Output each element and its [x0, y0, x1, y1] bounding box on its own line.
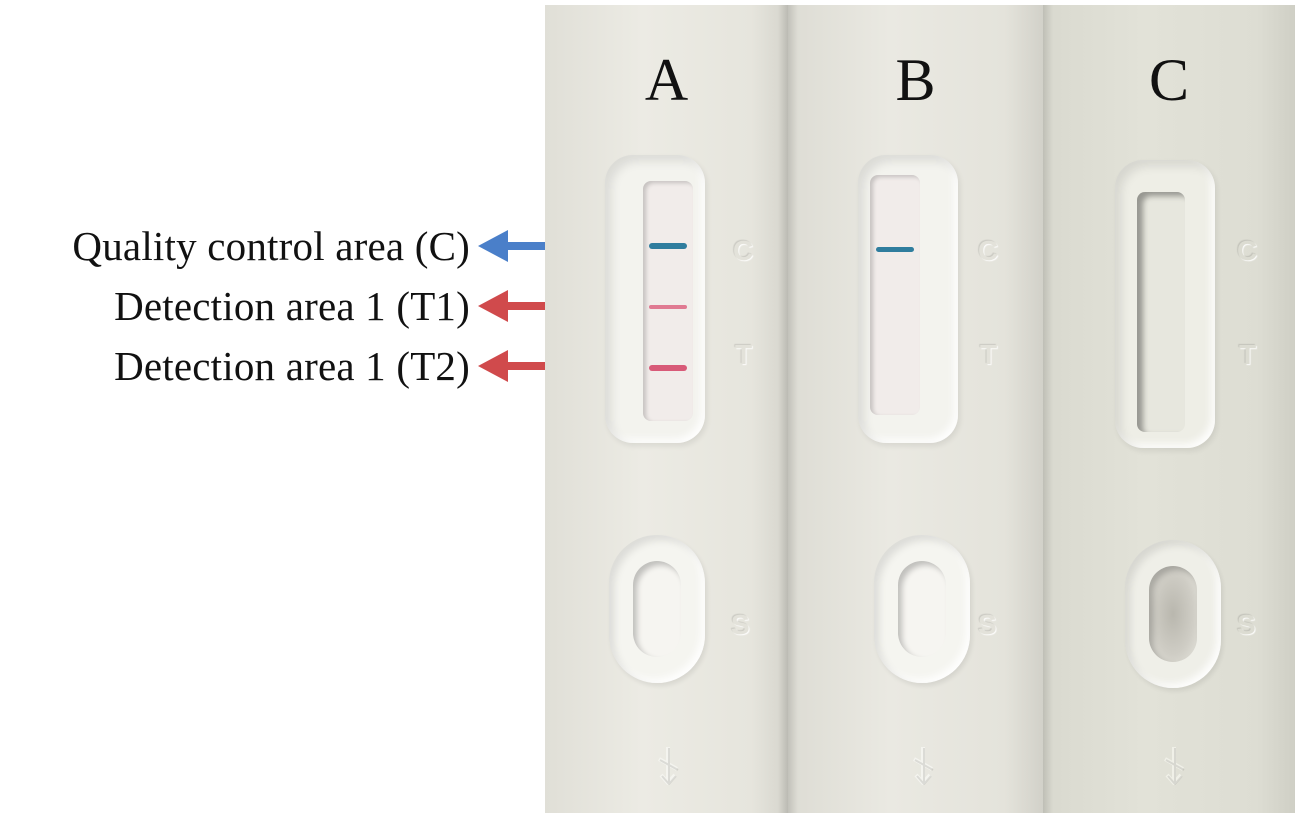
edge-shadow — [788, 5, 798, 813]
cassette-b: B C T S — [788, 5, 1043, 813]
test-strip — [643, 181, 693, 421]
sample-hole — [898, 561, 946, 657]
arrow-mark-icon — [1164, 747, 1185, 785]
cassette-letter: C — [1148, 47, 1190, 113]
test-line-t2 — [649, 365, 687, 371]
sample-well — [1125, 540, 1221, 688]
annotation-label: Quality control area (C) — [72, 223, 470, 269]
embossed-c-mark: C — [978, 235, 999, 266]
arrow-mark-icon — [658, 747, 679, 785]
embossed-t-mark: T — [980, 339, 998, 370]
annotation-label: Detection area 1 (T1) — [114, 283, 470, 329]
cassette-a: A C T S — [545, 5, 788, 813]
annotation-label: Detection area 1 (T2) — [114, 343, 470, 389]
result-window — [1115, 160, 1215, 448]
sample-well — [874, 535, 970, 683]
embossed-s-mark: S — [731, 609, 750, 640]
empty-test-well — [1137, 192, 1185, 432]
result-window — [605, 155, 705, 443]
annotation-quality-control: Quality control area (C) — [0, 221, 610, 271]
embossed-c-mark: C — [1237, 235, 1258, 266]
embossed-t-mark: T — [735, 339, 753, 370]
embossed-s-mark: S — [1237, 609, 1256, 640]
embossed-c-mark: C — [733, 235, 754, 266]
control-line — [876, 247, 914, 252]
arrow-mark-icon — [913, 747, 934, 785]
edge-shadow — [1043, 5, 1053, 813]
annotation-detection-t1: Detection area 1 (T1) — [0, 281, 610, 331]
sample-hole — [1149, 566, 1197, 662]
control-line — [649, 243, 687, 249]
sample-well — [609, 535, 705, 683]
annotation-labels: Quality control area (C) Detection area … — [0, 0, 610, 815]
sample-hole — [633, 561, 681, 657]
annotation-detection-t2: Detection area 1 (T2) — [0, 341, 610, 391]
test-strip — [870, 175, 920, 415]
edge-shadow — [778, 5, 788, 813]
cassette-letter: A — [644, 47, 689, 113]
test-line-t1 — [649, 305, 687, 309]
cassette-c: C C T S — [1043, 5, 1295, 813]
cassette-letter: B — [895, 47, 936, 113]
test-cassettes-photo: A C T S B C T S — [545, 5, 1295, 813]
embossed-t-mark: T — [1239, 339, 1257, 370]
result-window — [858, 155, 958, 443]
embossed-s-mark: S — [978, 609, 997, 640]
